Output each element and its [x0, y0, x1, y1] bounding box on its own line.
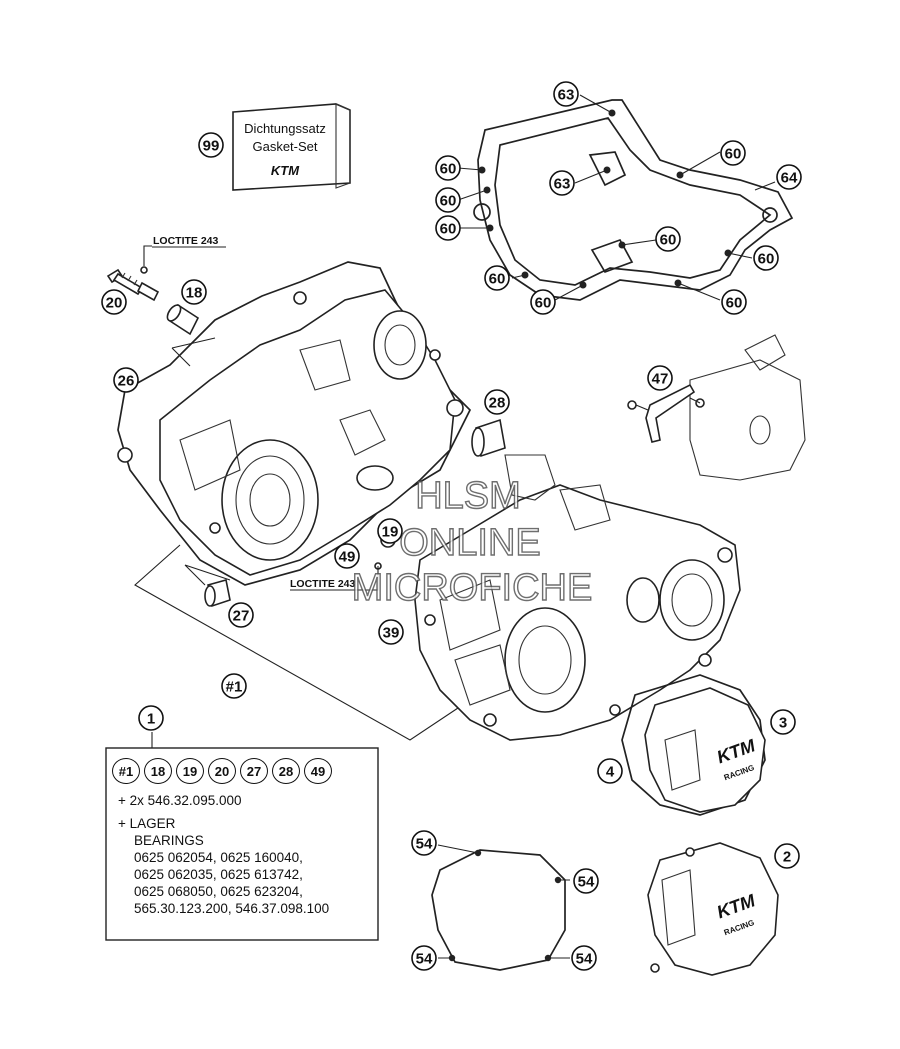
bushing-27	[184, 564, 231, 608]
callout-number: 54	[578, 874, 595, 891]
callout-60b: 60	[435, 187, 461, 213]
callout-3: 3	[770, 709, 796, 735]
callout-number: 64	[781, 170, 798, 187]
callout-number: 60	[725, 146, 742, 163]
callout-number: 1	[147, 711, 155, 728]
watermark-line-3: MICROFICHE	[352, 567, 593, 609]
kit-item-badge: 18	[144, 758, 172, 784]
callout-54c: 54	[411, 945, 437, 971]
parts-kit-bearings-line: BEARINGS	[134, 833, 204, 848]
ignition-cover-2: KTM RACING	[647, 842, 779, 976]
gasket-set-box: Dichtungssatz Gasket-Set KTM	[232, 103, 351, 191]
callout-number: 4	[606, 764, 615, 781]
callout-number: 39	[383, 625, 400, 642]
callout-2: 2	[774, 843, 800, 869]
callout-h1: #1	[221, 673, 247, 699]
callout-number: 63	[554, 176, 571, 193]
callout-28: 28	[484, 389, 510, 415]
callout-number: 3	[779, 715, 787, 732]
callout-number: 28	[489, 395, 506, 412]
callout-60d: 60	[484, 265, 510, 291]
callout-number: 54	[576, 951, 593, 968]
parts-kit-number-0: 0625 062054, 0625 160040,	[134, 850, 303, 865]
watermark-line-2: ONLINE	[399, 522, 540, 564]
callout-27: 27	[228, 602, 254, 628]
callout-60a: 60	[435, 155, 461, 181]
callout-number: 60	[440, 193, 457, 210]
clutch-cover-gasket	[473, 99, 794, 301]
parts-kit-number-2: 0625 068050, 0625 623204,	[134, 884, 303, 899]
callout-63a: 63	[553, 81, 579, 107]
loctite-label-upper: LOCTITE 243	[153, 235, 219, 247]
callout-26: 26	[113, 367, 139, 393]
callout-number: 20	[106, 295, 123, 312]
callout-number: 2	[783, 849, 791, 866]
callout-60f: 60	[721, 289, 747, 315]
bolt-spring-group: LOCTITE 243	[106, 235, 226, 336]
bushing-28	[471, 418, 506, 458]
callout-1: 1	[138, 705, 164, 731]
callout-number: 27	[233, 608, 250, 625]
callout-60e: 60	[530, 289, 556, 315]
callout-number: 60	[758, 251, 775, 268]
watermark: HLSM ONLINE MICROFICHE	[351, 474, 593, 609]
callout-number: 60	[726, 295, 743, 312]
kit-item-badge: 20	[208, 758, 236, 784]
bracket-47	[627, 334, 806, 481]
callout-number: 60	[660, 232, 677, 249]
kit-item-badge: 28	[272, 758, 300, 784]
callout-number: 60	[440, 161, 457, 178]
left-crankcase-half	[117, 261, 472, 586]
callout-60h: 60	[655, 226, 681, 252]
callout-99: 99	[198, 132, 224, 158]
parts-kit-number-1: 0625 062035, 0625 613742,	[134, 867, 303, 882]
callout-number: 18	[186, 285, 203, 302]
callout-54d: 54	[571, 945, 597, 971]
callout-number: 99	[203, 138, 220, 155]
parts-kit-lager-line: + LAGER	[118, 816, 176, 831]
callout-19: 19	[377, 518, 403, 544]
callout-60g: 60	[753, 245, 779, 271]
callout-number: 54	[416, 836, 433, 853]
callout-63b: 63	[549, 170, 575, 196]
callout-60c: 60	[435, 215, 461, 241]
watermark-line-1: HLSM	[415, 475, 521, 517]
callout-number: 63	[558, 87, 575, 104]
kit-item-badge: 49	[304, 758, 332, 784]
gasket-leader-lines	[457, 94, 776, 301]
kit-item-badge: #1	[112, 758, 140, 784]
parts-kit-number-3: 565.30.123.200, 546.37.098.100	[134, 901, 330, 916]
callout-number: 47	[652, 371, 669, 388]
callout-64: 64	[776, 164, 802, 190]
callout-49: 49	[334, 543, 360, 569]
callout-20: 20	[101, 289, 127, 315]
callout-60i: 60	[720, 140, 746, 166]
kit-item-badge: 27	[240, 758, 268, 784]
callout-54b: 54	[573, 868, 599, 894]
ignition-cover-gasket	[431, 844, 570, 971]
callout-number: 60	[440, 221, 457, 238]
callout-54a: 54	[411, 830, 437, 856]
callout-number: 19	[382, 524, 399, 541]
right-crankcase-half	[414, 454, 741, 741]
callout-number: 49	[339, 549, 356, 566]
callout-number: 60	[489, 271, 506, 288]
callout-39: 39	[378, 619, 404, 645]
loctite-label-lower: LOCTITE 243	[290, 578, 356, 590]
callout-4: 4	[597, 758, 623, 784]
kit-item-badge: 19	[176, 758, 204, 784]
ktm-logo-small: KTM	[271, 163, 300, 178]
callout-number: 60	[535, 295, 552, 312]
parts-kit-qty-line: + 2x 546.32.095.000	[118, 793, 242, 808]
callout-18: 18	[181, 279, 207, 305]
callout-47: 47	[647, 365, 673, 391]
gasket-set-title-de: Dichtungssatz	[244, 121, 326, 136]
callout-number: #1	[226, 679, 243, 696]
callout-number: 54	[416, 951, 433, 968]
callout-number: 26	[118, 373, 135, 390]
ignition-cover-3: KTM RACING	[621, 674, 766, 816]
gasket-set-title-en: Gasket-Set	[252, 139, 317, 154]
